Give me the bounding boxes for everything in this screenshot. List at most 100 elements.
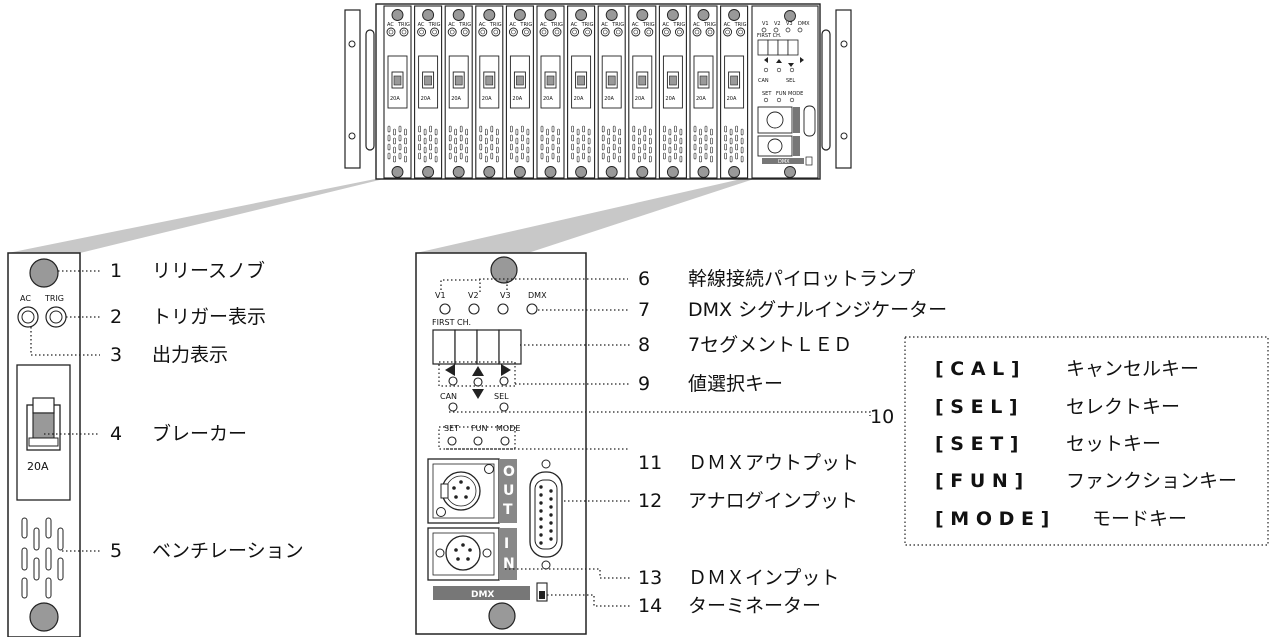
- label-7-text: DMX シグナルインジケーター: [688, 299, 947, 321]
- rack-ctrl-dmx: DMX: [798, 21, 810, 27]
- label-1-num: 1: [110, 260, 122, 282]
- vent-slot: [33, 527, 40, 551]
- ctrl-v1-label: V1: [435, 291, 446, 300]
- key-legend: [ C A L ] キャンセルキー [ S E L ] セレクトキー [ S E…: [935, 358, 1237, 530]
- projection-wedge-module: [8, 177, 392, 253]
- key-right[interactable]: [499, 376, 509, 386]
- rack-ctrl-sel: SEL: [786, 78, 795, 84]
- label-1-text: リリースノブ: [152, 259, 265, 282]
- label-5-num: 5: [110, 540, 122, 562]
- rack-module-breaker-label: 20A: [604, 96, 614, 102]
- rack-module-breaker-label: 20A: [696, 96, 706, 102]
- callout-labels: 1 リリースノブ 2 トリガー表示 3 出力表示 4 ブレーカー 5 ベンチレー…: [110, 259, 947, 617]
- key-cal-desc: キャンセルキー: [1066, 358, 1199, 380]
- rack-module-trig-label: TRIG: [489, 22, 502, 28]
- rack-module-breaker-label: 20A: [574, 96, 584, 102]
- breaker[interactable]: [26, 397, 61, 451]
- ctrl-sel-label: SEL: [494, 392, 509, 401]
- key-fun[interactable]: [473, 436, 483, 446]
- ctrl-first-ch-label: FIRST CH.: [432, 318, 471, 327]
- pilot-lamp-v3: [497, 303, 509, 315]
- rack-module-ac-label: AC: [387, 22, 394, 28]
- vent-slot: [21, 577, 28, 599]
- label-10-num: 10: [870, 406, 894, 428]
- seven-segment-led: [432, 329, 522, 365]
- key-up-down[interactable]: [473, 377, 483, 387]
- label-14-text: ターミネーター: [688, 595, 821, 617]
- rack-module-ac-label: AC: [693, 22, 700, 28]
- key-set[interactable]: [447, 436, 457, 446]
- rack-left-handle: [365, 29, 375, 151]
- in-letter-i: I: [504, 536, 509, 552]
- rack-module-ac-label: AC: [418, 22, 425, 28]
- ctrl-v3-label: V3: [500, 291, 511, 300]
- rack-module-breaker-label: 20A: [665, 96, 675, 102]
- rack-module-ac-label: AC: [571, 22, 578, 28]
- ventilation: [21, 517, 64, 599]
- ctrl-can-label: CAN: [440, 392, 457, 401]
- key-legend-box: [904, 336, 1269, 546]
- in-letter-n: N: [503, 556, 515, 572]
- rack-module-ac-label: AC: [540, 22, 547, 28]
- rack-module-trig-label: TRIG: [642, 22, 655, 28]
- rack-ctrl-first-ch: FIRST CH.: [757, 33, 782, 39]
- key-mode-desc: モードキー: [1092, 508, 1187, 530]
- rack-ctrl-dmx-bar: DMX: [778, 159, 790, 165]
- dmx-input-connector[interactable]: [427, 527, 500, 581]
- vent-slot: [21, 517, 28, 539]
- key-set-code: [ S E T ]: [935, 433, 1018, 455]
- label-12-num: 12: [638, 490, 662, 512]
- rack-module-trig-label: TRIG: [428, 22, 441, 28]
- release-knob[interactable]: [29, 258, 59, 288]
- label-13-num: 13: [638, 567, 662, 589]
- analog-input-connector[interactable]: [529, 459, 563, 570]
- rack-ctrl-v3: V3: [786, 21, 793, 27]
- key-can[interactable]: [448, 402, 458, 412]
- rack-module-trig-label: TRIG: [734, 22, 747, 28]
- vent-slot: [45, 517, 52, 539]
- rack-module-trig-label: TRIG: [703, 22, 716, 28]
- rack-module-trig-label: TRIG: [550, 22, 563, 28]
- label-7-num: 7: [638, 299, 650, 321]
- rack-ctrl-can: CAN: [758, 78, 769, 84]
- right-arrow-icon: [501, 364, 511, 376]
- rack-ctrl-v2: V2: [774, 21, 781, 27]
- key-mode[interactable]: [500, 436, 510, 446]
- rack-module-trig-label: TRIG: [458, 22, 471, 28]
- rack-ctrl-fun: FUN: [776, 91, 787, 97]
- label-11-text: ＤＭＸアウトプット: [688, 452, 859, 474]
- out-tag: [499, 459, 517, 523]
- dmx-output-connector[interactable]: [427, 458, 500, 524]
- vent-slot: [21, 547, 28, 571]
- label-14-num: 14: [638, 595, 662, 617]
- rack-module-breaker-label: 20A: [421, 96, 431, 102]
- rack-module-breaker-label: 20A: [451, 96, 461, 102]
- down-arrow-icon: [472, 389, 484, 399]
- module-ac-label: AC: [20, 294, 31, 303]
- pilot-lamp-v1: [439, 303, 451, 315]
- rack-module-trig-label: TRIG: [519, 22, 532, 28]
- key-sel[interactable]: [499, 402, 509, 412]
- label-2-text: トリガー表示: [152, 306, 266, 328]
- vent-slot: [45, 547, 52, 571]
- rack-left-ear: [344, 9, 361, 169]
- rack-module-breaker-label: 20A: [482, 96, 492, 102]
- rack-module-breaker-label: 20A: [512, 96, 522, 102]
- ctrl-fun-label: FUN: [471, 424, 487, 433]
- key-sel-code: [ S E L ]: [935, 396, 1018, 418]
- in-tag: [499, 528, 517, 580]
- rack-module-ac-label: AC: [448, 22, 455, 28]
- rack-module-ac-label: AC: [509, 22, 516, 28]
- ctrl-dmx-label: DMX: [528, 291, 547, 300]
- up-arrow-icon: [472, 366, 484, 376]
- key-left[interactable]: [448, 376, 458, 386]
